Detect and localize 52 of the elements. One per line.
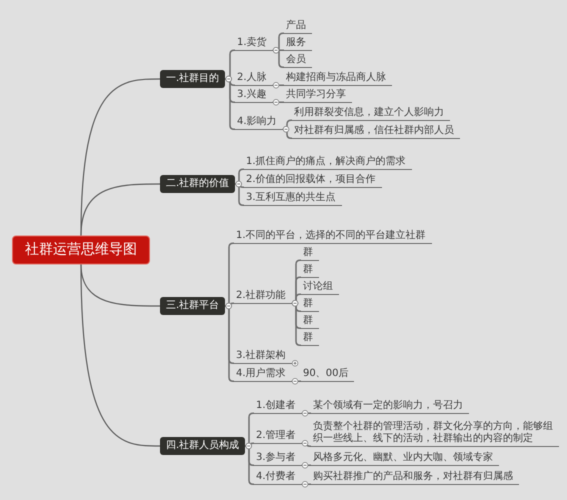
branch-topic: 三.社群平台 bbox=[160, 297, 226, 315]
subtopic-label: 购买社群推广的产品和服务，对社群有归属感 bbox=[311, 471, 519, 485]
subtopic-label: 会员 bbox=[284, 54, 312, 68]
subtopic-label: 群 bbox=[301, 315, 319, 329]
subtopic-label: 利用群裂变信息，建立个人影响力 bbox=[292, 107, 450, 121]
subtopic-label: 群 bbox=[301, 332, 319, 346]
central-topic: 社群运营思维导图 bbox=[12, 236, 150, 264]
connector-line bbox=[225, 302, 234, 382]
subtopic-label: 2.人脉 bbox=[235, 72, 273, 86]
subtopic-label: 4.付费者 bbox=[254, 471, 302, 485]
subtopic-label: 90、00后 bbox=[301, 368, 354, 382]
connector-line bbox=[235, 180, 244, 206]
connector-line bbox=[282, 126, 292, 139]
subtopic-label: 群 bbox=[301, 264, 319, 278]
subtopic-label: 4.用户需求 bbox=[234, 368, 292, 382]
connector-line bbox=[272, 47, 284, 68]
subtopic-label: 风格多元化、幽默、业内大咖、领域专家 bbox=[311, 452, 499, 466]
connector-line bbox=[292, 378, 301, 384]
subtopic-label: 1.不同的平台，选择的不同的平台建立社群 bbox=[234, 230, 432, 244]
subtopic-label: 服务 bbox=[284, 37, 312, 51]
connector-line bbox=[302, 462, 311, 468]
connector-line bbox=[302, 440, 312, 447]
subtopic-label: 2.价值的回报载体，项目合作 bbox=[244, 174, 382, 188]
branch-curve bbox=[80, 264, 160, 447]
subtopic-label: 2.社群功能 bbox=[234, 290, 292, 304]
branch-topic: 二.社群的价值 bbox=[160, 175, 236, 193]
subtopic-label: 2.管理者 bbox=[254, 430, 302, 444]
connector-line bbox=[272, 99, 284, 106]
subtopic-label: 3.参与者 bbox=[254, 452, 302, 466]
subtopic-label: 1.抓住商户的痛点，解决商户的需求 bbox=[244, 156, 412, 170]
connector-line bbox=[302, 481, 311, 488]
subtopic-label: 共同学习分享 bbox=[284, 89, 352, 103]
subtopic-label: 某个领域有一定的影响力，号召力 bbox=[311, 400, 469, 414]
subtopic-label: 群 bbox=[301, 247, 319, 261]
connector-line bbox=[245, 442, 254, 485]
subtopic-label: 3.互利互惠的共生点 bbox=[244, 192, 342, 206]
subtopic-label: 3.兴趣 bbox=[235, 89, 273, 103]
subtopic-label: 4.影响力 bbox=[235, 116, 283, 130]
subtopic-label: 群 bbox=[301, 298, 319, 312]
subtopic-label: 对社群有归属感，信任社群内部人员 bbox=[292, 125, 460, 139]
subtopic-label: 构建招商与冻品商人脉 bbox=[284, 72, 392, 86]
subtopic-label: 3.社群架构 bbox=[234, 350, 292, 364]
connector-line bbox=[272, 82, 284, 88]
subtopic-label: 讨论组 bbox=[301, 281, 339, 295]
connector-line bbox=[302, 410, 311, 416]
subtopic-label: 产品 bbox=[284, 20, 312, 34]
branch-topic: 一.社群目的 bbox=[160, 70, 226, 88]
branch-curve bbox=[80, 183, 160, 236]
subtopic-label: 1.卖货 bbox=[235, 37, 273, 51]
subtopic-label: 1.创建者 bbox=[254, 400, 302, 414]
subtopic-label: 负责整个社群的管理活动，群文化分享的方向，能够组织一些线上、线下的活动，社群输出的内容的制定 bbox=[311, 421, 559, 447]
branch-topic: 四.社群人员构成 bbox=[160, 437, 246, 455]
